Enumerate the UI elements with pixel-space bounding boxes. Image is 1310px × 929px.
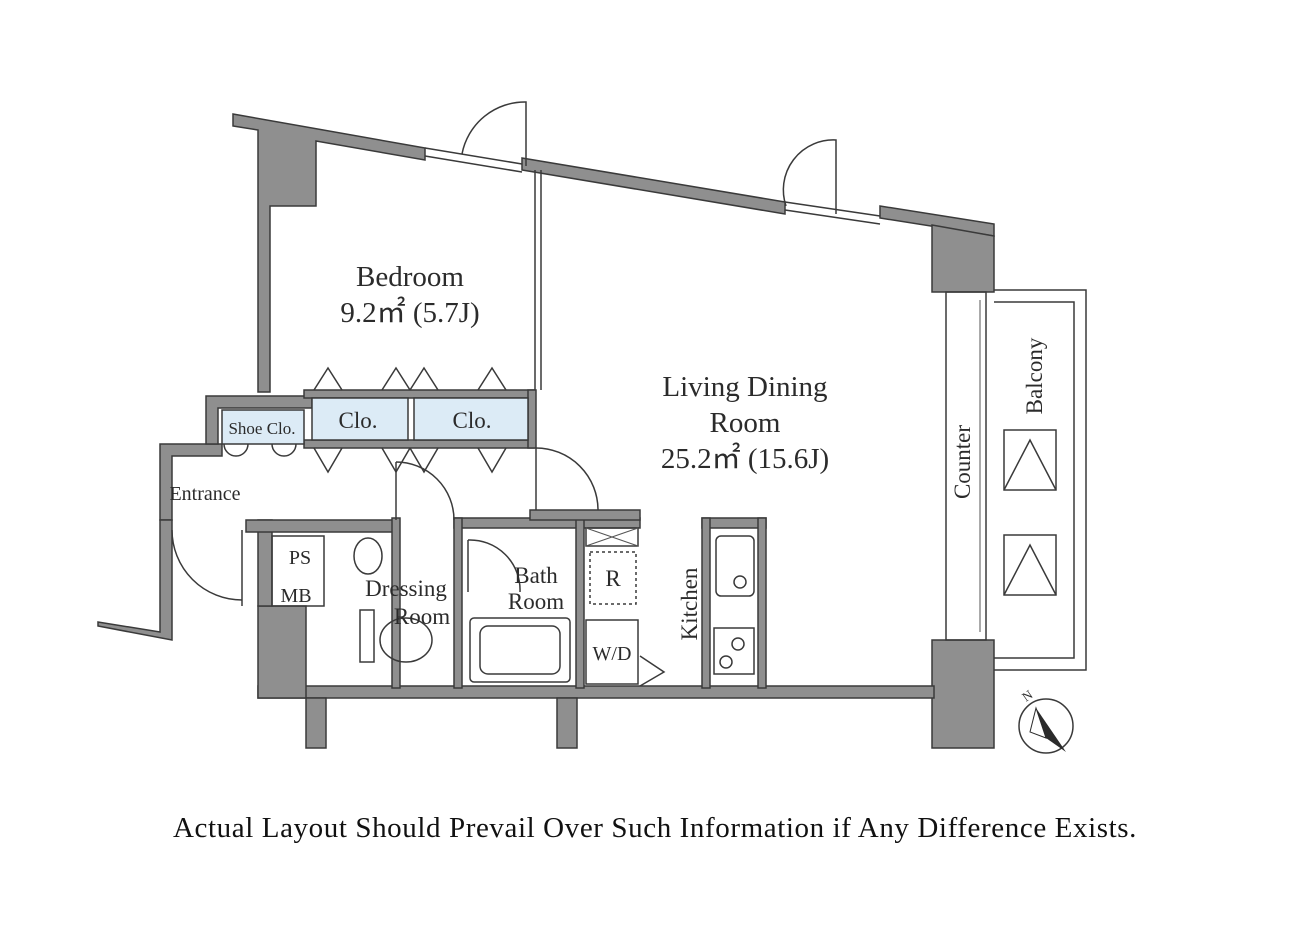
entrance-label: Entrance [169, 483, 240, 505]
shoe-closet-area [221, 409, 305, 445]
compass-icon: N [1018, 686, 1074, 754]
closet-1-area [311, 397, 409, 441]
counter-label: Counter [950, 425, 975, 499]
bath-label-line2: Room [508, 589, 564, 614]
walls [97, 113, 995, 749]
living-name-line2: Room [710, 407, 781, 439]
closet-2-area [413, 397, 529, 441]
dressing-label-line2: Room [394, 604, 450, 629]
mb-label: MB [280, 585, 311, 607]
door-and-fixture-lines [171, 101, 1087, 687]
dressing-label-line1: Dressing [365, 576, 447, 601]
kitchen-label: Kitchen [677, 567, 702, 640]
balcony-label: Balcony [1022, 337, 1047, 414]
shoe-closet-label: Shoe Clo. [228, 419, 295, 438]
living-name-line1: Living Dining [662, 371, 827, 403]
washer-dryer-label: W/D [593, 643, 632, 665]
ps-label: PS [289, 547, 311, 569]
closet-1-label: Clo. [339, 408, 378, 433]
living-area: 25.2㎡ (15.6J) [661, 442, 829, 475]
bath-label-line1: Bath [514, 563, 558, 588]
refrigerator-label: R [605, 566, 621, 591]
disclaimer-text: Actual Layout Should Prevail Over Such I… [173, 812, 1137, 844]
bedroom-name: Bedroom [356, 261, 464, 293]
closet-2-label: Clo. [453, 408, 492, 433]
bedroom-area: 9.2㎡ (5.7J) [340, 296, 479, 329]
